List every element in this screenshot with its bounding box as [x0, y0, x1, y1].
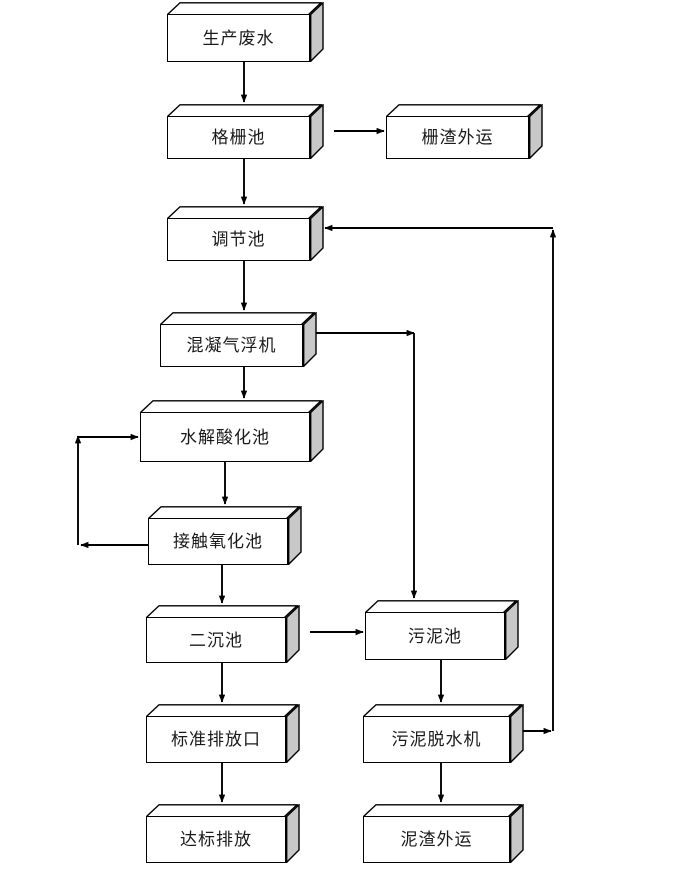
node-label: 污泥池	[408, 626, 462, 646]
node-grille-tank[interactable]: 格栅池	[167, 104, 324, 159]
box-side-face	[510, 804, 524, 863]
box-front-face: 标准排放口	[146, 716, 286, 763]
node-regulating-tank[interactable]: 调节池	[167, 206, 324, 261]
box-front-face: 泥渣外运	[363, 816, 510, 863]
box-front-face: 二沉池	[146, 617, 286, 663]
node-label: 泥渣外运	[400, 830, 473, 849]
node-label: 接触氧化池	[173, 532, 263, 551]
node-compliant-discharge[interactable]: 达标排放	[146, 804, 300, 863]
node-label: 栅渣外运	[421, 128, 494, 147]
box-front-face: 栅渣外运	[386, 116, 529, 159]
node-production-wastewater[interactable]: 生产废水	[167, 2, 324, 62]
box-side-face	[510, 704, 524, 763]
box-side-face	[288, 506, 302, 565]
node-hydrolysis-acidification[interactable]: 水解酸化池	[140, 400, 324, 462]
box-side-face	[310, 206, 324, 261]
node-coagulation-flotation[interactable]: 混凝气浮机	[160, 312, 317, 367]
box-side-face	[303, 312, 317, 367]
box-side-face	[286, 704, 300, 763]
node-label: 二沉池	[189, 630, 243, 650]
box-side-face	[286, 605, 300, 663]
box-front-face: 污泥脱水机	[363, 716, 510, 763]
box-side-face	[505, 600, 519, 660]
box-side-face	[310, 2, 324, 62]
box-front-face: 达标排放	[146, 816, 286, 863]
box-side-face	[310, 104, 324, 159]
node-secondary-sedimentation[interactable]: 二沉池	[146, 605, 300, 663]
box-front-face: 生产废水	[167, 14, 310, 62]
node-label: 生产废水	[202, 28, 275, 48]
node-label: 污泥脱水机	[391, 730, 482, 749]
box-front-face: 水解酸化池	[140, 412, 310, 462]
node-label: 标准排放口	[171, 730, 261, 749]
node-sludge-dewatering-machine[interactable]: 污泥脱水机	[363, 704, 524, 763]
node-label: 达标排放	[180, 830, 252, 849]
box-side-face	[529, 104, 543, 159]
node-sludge-tank[interactable]: 污泥池	[365, 600, 519, 660]
node-residue-transport[interactable]: 栅渣外运	[386, 104, 543, 159]
node-label: 格栅池	[211, 128, 266, 147]
node-contact-oxidation[interactable]: 接触氧化池	[148, 506, 302, 565]
node-standard-outlet[interactable]: 标准排放口	[146, 704, 300, 763]
box-side-face	[286, 804, 300, 863]
box-side-face	[310, 400, 324, 462]
box-front-face: 接触氧化池	[148, 518, 288, 565]
box-front-face: 调节池	[167, 218, 310, 261]
node-label: 混凝气浮机	[186, 336, 277, 355]
node-mud-residue-transport[interactable]: 泥渣外运	[363, 804, 524, 863]
node-label: 水解酸化池	[180, 427, 270, 447]
box-front-face: 格栅池	[167, 116, 310, 159]
node-label: 调节池	[211, 230, 266, 249]
box-front-face: 混凝气浮机	[160, 324, 303, 367]
box-front-face: 污泥池	[365, 612, 505, 660]
